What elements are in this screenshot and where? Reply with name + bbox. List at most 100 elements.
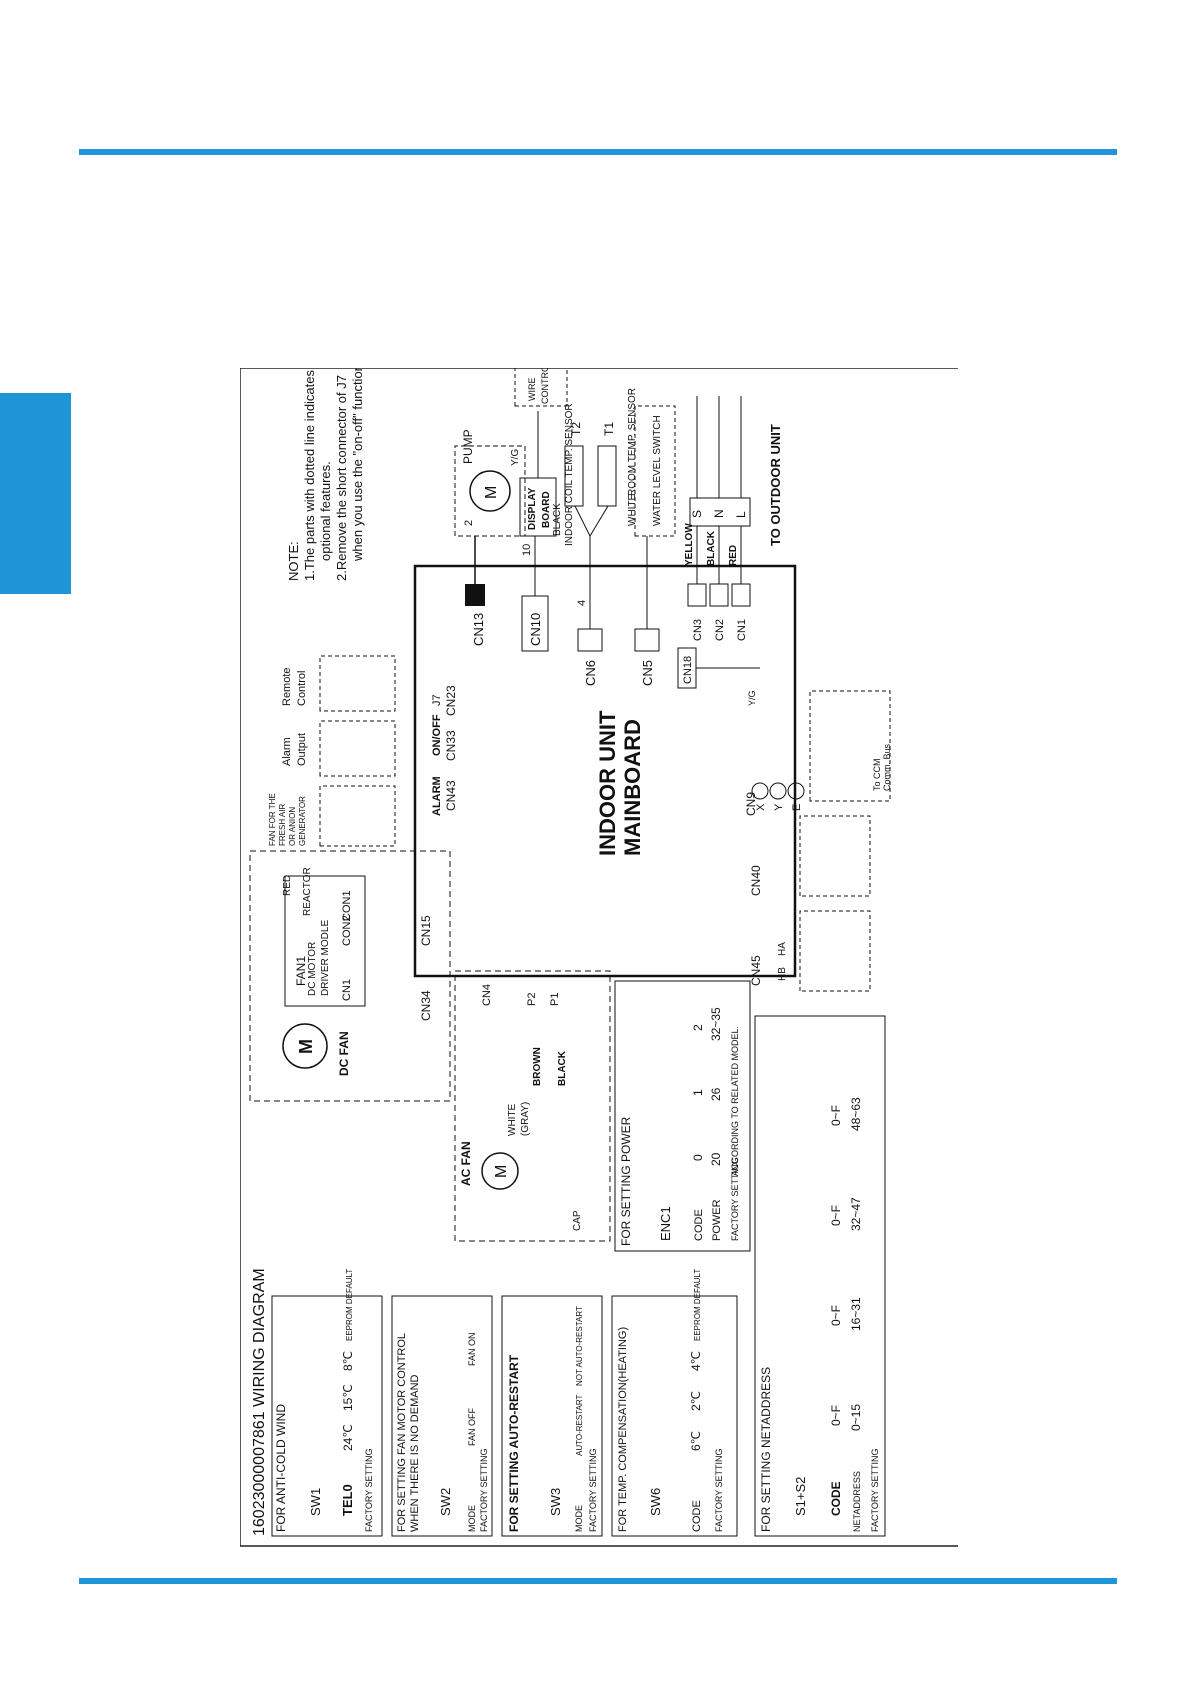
svg-text:CN45: CN45	[749, 955, 763, 986]
svg-text:ALARM: ALARM	[431, 776, 443, 816]
pump-motor-icon	[469, 470, 511, 512]
water-level-switch	[634, 405, 676, 537]
svg-text:EEPROM DEFAULT: EEPROM DEFAULT	[693, 1269, 702, 1341]
svg-text:RED: RED	[728, 545, 739, 566]
pump-box	[454, 445, 526, 537]
svg-text:FACTORY SETTING: FACTORY SETTING	[714, 1448, 724, 1532]
settings-tables: FOR ANTI-COLD WIND SW1 TEL0 FACTORY SETT…	[271, 980, 886, 1537]
svg-text:YELLOW: YELLOW	[684, 523, 695, 566]
note-line-4: when you use the "on-off" function.	[350, 368, 365, 562]
svg-text:CAP: CAP	[572, 1210, 583, 1231]
svg-text:Y/G: Y/G	[747, 690, 757, 706]
svg-text:FOR SETTING AUTO-RESTART: FOR SETTING AUTO-RESTART	[507, 1354, 521, 1532]
svg-text:M: M	[296, 1039, 316, 1054]
svg-text:(GRAY): (GRAY)	[520, 1102, 531, 1136]
dc-fan-motor-icon	[282, 1023, 328, 1069]
svg-text:FACTORY SETTING: FACTORY SETTING	[364, 1448, 374, 1532]
svg-text:CN3: CN3	[692, 619, 704, 641]
svg-text:EEPROM DEFAULT: EEPROM DEFAULT	[345, 1269, 354, 1341]
svg-text:CN15: CN15	[419, 915, 433, 946]
svg-text:ENC1: ENC1	[658, 1206, 673, 1241]
svg-text:FAN ON: FAN ON	[467, 1332, 477, 1366]
svg-text:SW2: SW2	[438, 1488, 453, 1516]
sw2-table	[391, 1295, 493, 1537]
remote-control-box	[319, 655, 396, 712]
svg-text:INDOOR COIL TEMP. SENSOR: INDOOR COIL TEMP. SENSOR	[564, 403, 575, 546]
svg-text:X: X	[755, 803, 767, 811]
svg-text:J7: J7	[431, 694, 443, 706]
alarm-output-box	[319, 720, 396, 777]
svg-text:4: 4	[576, 600, 588, 606]
cn5-connector	[634, 628, 660, 652]
svg-text:T1: T1	[602, 422, 616, 436]
svg-text:10: 10	[521, 544, 533, 556]
svg-text:0~15: 0~15	[849, 1404, 863, 1431]
svg-text:TO OUTDOOR UNIT: TO OUTDOOR UNIT	[768, 424, 783, 546]
svg-text:M: M	[493, 1165, 510, 1178]
svg-text:DISPLAY: DISPLAY	[527, 487, 538, 530]
svg-text:HB: HB	[777, 967, 788, 981]
note-line-3: 2.Remove the short connector of J7	[334, 375, 349, 581]
chapter-side-tab	[0, 393, 71, 594]
wiring-diagram: 16023000007861 WIRING DIAGRAM NOTE: 1.Th…	[240, 368, 958, 1547]
cn1-connector	[731, 583, 751, 607]
cn2-connector	[709, 583, 729, 607]
svg-text:Alarm: Alarm	[281, 737, 293, 766]
svg-text:ROOM TEMP. SENSOR: ROOM TEMP. SENSOR	[627, 388, 638, 496]
sw6-table	[611, 1295, 738, 1537]
pump-m: M	[483, 486, 500, 499]
svg-text:CN43: CN43	[444, 780, 458, 811]
svg-text:FACTORY SETTING: FACTORY SETTING	[588, 1448, 598, 1532]
svg-text:HA: HA	[777, 942, 788, 956]
svg-text:NETADDRESS: NETADDRESS	[852, 1471, 862, 1532]
svg-text:CN5: CN5	[640, 660, 655, 686]
svg-text:BROWN: BROWN	[532, 1047, 543, 1086]
svg-text:ACCORDING TO RELATED MODEL.: ACCORDING TO RELATED MODEL.	[730, 1026, 740, 1176]
ac-fan-section	[454, 970, 611, 1242]
top-rule	[79, 149, 1117, 155]
svg-text:CN23: CN23	[444, 685, 458, 716]
diagram-title: 16023000007861 WIRING DIAGRAM	[251, 1268, 268, 1536]
comm-bus-box	[809, 690, 891, 802]
svg-text:32~35: 32~35	[709, 1007, 723, 1041]
svg-text:FAN1: FAN1	[294, 956, 308, 986]
svg-text:Control: Control	[296, 671, 308, 706]
svg-text:0: 0	[691, 1154, 705, 1161]
svg-text:P1: P1	[549, 993, 561, 1006]
rotated-diagram-content: 16023000007861 WIRING DIAGRAM NOTE: 1.Th…	[249, 368, 892, 1537]
mainboard-title-1: INDOOR UNIT	[595, 710, 620, 856]
svg-text:Remote: Remote	[281, 667, 293, 706]
svg-text:1: 1	[691, 1089, 705, 1096]
bottom-rule	[79, 1578, 1117, 1584]
svg-text:Y: Y	[773, 803, 785, 811]
svg-text:2: 2	[691, 1024, 705, 1031]
svg-text:MODE: MODE	[467, 1505, 477, 1532]
svg-text:Output: Output	[296, 733, 308, 766]
dc-driver-module	[284, 875, 366, 1007]
svg-text:CN34: CN34	[419, 990, 433, 1021]
ac-fan-motor-icon	[481, 1152, 519, 1190]
svg-text:L: L	[734, 511, 748, 518]
svg-text:DC MOTOR: DC MOTOR	[307, 942, 318, 996]
svg-text:S: S	[690, 510, 704, 518]
note-line-2: optional features.	[318, 461, 333, 561]
svg-text:SW6: SW6	[648, 1488, 663, 1516]
svg-text:MODE: MODE	[574, 1505, 584, 1532]
svg-text:NOT AUTO-RESTART: NOT AUTO-RESTART	[575, 1306, 584, 1386]
svg-text:4℃: 4℃	[689, 1351, 703, 1371]
svg-text:CN1: CN1	[341, 979, 353, 1001]
svg-text:CODE: CODE	[693, 1209, 705, 1241]
svg-text:BLACK: BLACK	[557, 1050, 568, 1086]
svg-text:DC FAN: DC FAN	[337, 1031, 351, 1076]
svg-text:0~F: 0~F	[829, 1405, 843, 1426]
svg-text:WHEN THERE IS NO DEMAND: WHEN THERE IS NO DEMAND	[409, 1374, 421, 1532]
svg-text:AC FAN: AC FAN	[459, 1141, 473, 1186]
svg-text:CN40: CN40	[749, 865, 763, 896]
mainboard-box	[413, 564, 797, 978]
wire-controller-optional	[514, 368, 568, 407]
svg-text:WIRE: WIRE	[527, 378, 537, 402]
svg-text:E: E	[791, 804, 803, 811]
svg-text:CON1: CON1	[341, 890, 353, 921]
svg-text:CN1: CN1	[736, 619, 748, 641]
svg-text:BLACK: BLACK	[552, 503, 563, 536]
